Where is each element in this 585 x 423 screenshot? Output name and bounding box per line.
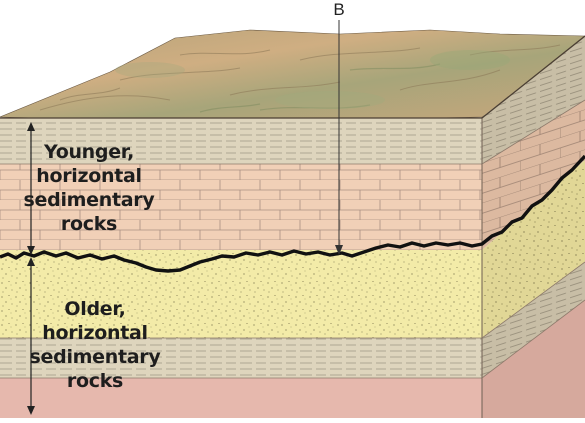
older-rocks-line-1: Older, — [64, 298, 126, 320]
older-rocks-line-2: horizontal — [42, 322, 148, 344]
land-surface — [0, 29, 585, 122]
younger-rocks-line-2: horizontal — [36, 165, 142, 187]
unconformity-line — [0, 154, 585, 273]
older-rocks-line-3: sedimentary — [29, 346, 161, 368]
older-rocks-label: Older, horizontal sedimentary rocks — [20, 297, 170, 393]
older-sandstone-layer — [0, 250, 482, 338]
younger-rocks-line-1: Younger, — [43, 141, 134, 163]
older-rocks-line-4: rocks — [66, 370, 124, 392]
front-face — [0, 118, 482, 418]
younger-rocks-line-3: sedimentary — [23, 189, 155, 211]
younger-shale-layer — [0, 118, 482, 164]
older-rocks-arrow — [27, 257, 35, 415]
younger-rocks-arrow — [27, 122, 35, 255]
older-shale-layer — [0, 338, 482, 378]
basal-layer — [0, 378, 482, 418]
younger-rocks-label: Younger, horizontal sedimentary rocks — [14, 140, 164, 236]
younger-limestone-layer — [0, 164, 482, 256]
marker-b-arrowhead — [335, 245, 343, 255]
younger-rocks-line-4: rocks — [60, 213, 118, 235]
side-face — [481, 36, 585, 418]
marker-b-label: B — [333, 0, 345, 19]
